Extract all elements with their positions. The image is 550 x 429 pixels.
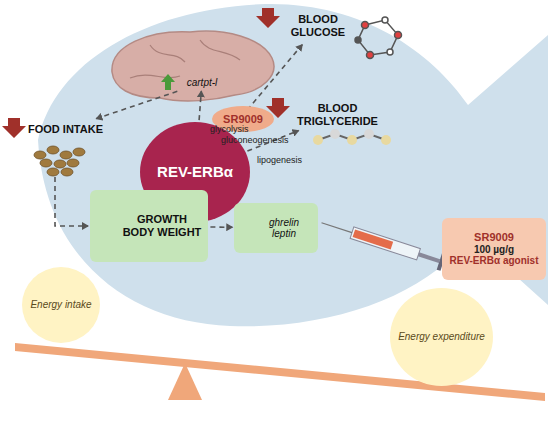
node-text: Energy intake	[30, 299, 91, 311]
node-text: REV-ERBα agonist	[450, 255, 539, 267]
triglyceride-molecule	[313, 129, 391, 145]
process-label: glycolysis	[210, 124, 249, 134]
node-text: BLOOD GLUCOSE	[283, 13, 353, 38]
balance-circle: Energy intake	[22, 267, 100, 343]
node-text: BODY WEIGHT	[123, 226, 202, 239]
food-pellets	[34, 146, 85, 176]
dashed-connector	[96, 91, 177, 118]
dashed-connector	[199, 91, 201, 120]
treatment-box: SR9009100 µg/gREV-ERBα agonist	[442, 218, 546, 280]
gene-label: cartpt-l	[178, 75, 226, 91]
node-text: FOOD INTAKE	[28, 123, 103, 136]
effect-label: BLOOD GLUCOSE	[283, 8, 353, 44]
seesaw-fulcrum	[168, 363, 202, 400]
node-text: SR9009	[474, 231, 514, 244]
node-text: SR9009	[223, 113, 263, 126]
syringe	[319, 214, 446, 271]
node-text: GROWTH	[137, 213, 187, 226]
node-text: leptin	[272, 228, 296, 240]
balance-circle: Energy expenditure	[390, 288, 493, 386]
dashed-connector	[55, 177, 88, 226]
fish-body	[38, 4, 548, 326]
dashed-connector	[210, 226, 232, 228]
process-label: lipogenesis	[257, 155, 302, 165]
glucose-molecule	[355, 17, 402, 59]
effect-label: FOOD INTAKE	[24, 119, 107, 139]
node-text: REV-ERBα	[157, 163, 233, 180]
effect-box: GROWTHBODY WEIGHT	[90, 190, 208, 262]
node-text: cartpt-l	[187, 77, 218, 89]
brain	[112, 31, 274, 101]
node-text: 100 µg/g	[474, 244, 514, 256]
node-text: BLOOD TRIGLYCERIDE	[293, 102, 382, 127]
node-text: Energy expenditure	[398, 331, 485, 343]
node-text: ghrelin	[269, 217, 299, 229]
effect-label: BLOOD TRIGLYCERIDE	[293, 100, 382, 130]
process-label: gluconeogenesis	[221, 135, 289, 145]
hormone-box: ghrelinleptin	[234, 203, 318, 253]
